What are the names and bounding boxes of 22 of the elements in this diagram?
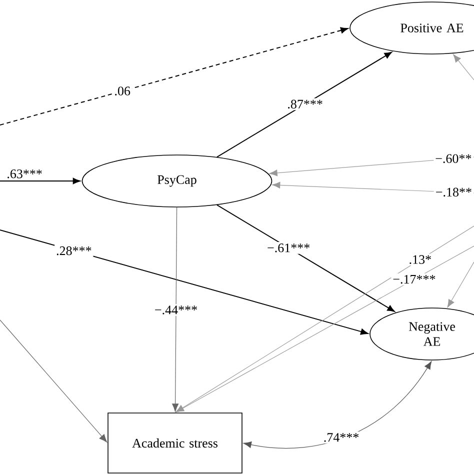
coefficient-label: −.61*** [268,244,310,252]
coefficient-label: .63*** [8,170,42,178]
path-arrow [453,54,474,80]
path-arrow [0,178,80,184]
coefficient-label: −.44*** [155,306,197,314]
coefficient-label: −.60** [436,154,472,164]
coefficient-label: .74*** [324,433,359,442]
path-arrow [243,361,432,449]
path-arrow [447,262,474,308]
coefficient-label: −.18** [436,188,472,197]
path-arrow [172,207,179,412]
coefficient-label: .06 [115,86,130,96]
coefficient-label: .28*** [56,246,92,256]
path-arrow [216,204,395,312]
path-arrow [0,27,348,126]
coefficient-label: .87*** [288,100,322,109]
path-arrow [0,320,108,442]
path-arrow [216,52,392,158]
coefficient-label: .13* [410,255,431,264]
coefficient-label: −.17*** [393,274,436,284]
observed-variable-box: Academic stress [108,412,242,474]
path-arrow [0,230,368,335]
